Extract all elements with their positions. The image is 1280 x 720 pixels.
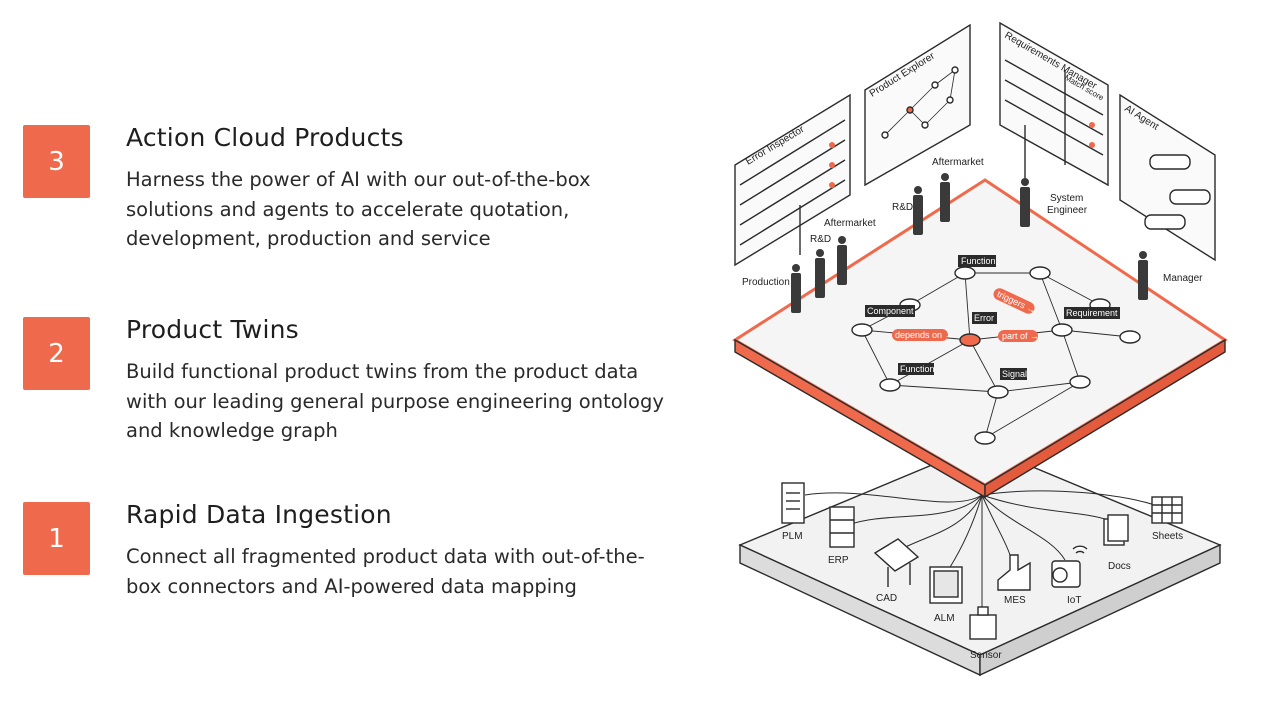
source-label-mes: MES	[1004, 595, 1026, 606]
source-label-cad: CAD	[876, 593, 897, 604]
role-aftermarket: Aftermarket	[932, 157, 984, 168]
product-explorer-panel	[864, 23, 971, 187]
step-description: Build functional product twins from the …	[126, 360, 664, 442]
people-figures	[791, 173, 1148, 313]
docs-icon	[1103, 514, 1129, 546]
role-rd: R&D	[810, 234, 831, 245]
cad-drafting-table-icon	[873, 538, 920, 587]
step-title: Product Twins	[126, 315, 299, 344]
role-system-engineer-line2: Engineer	[1047, 205, 1088, 216]
node-label-error: Error	[974, 313, 994, 323]
iot-sensor-icon	[1051, 545, 1088, 588]
plm-server-icon	[781, 482, 805, 524]
node-label-requirement: Requirement	[1066, 308, 1118, 318]
node-label-function: Function	[900, 364, 935, 374]
step-number-badge: 1	[23, 502, 90, 575]
sheets-icon	[1151, 496, 1183, 524]
step-title: Action Cloud Products	[126, 123, 404, 152]
error-inspector-panel	[734, 93, 851, 267]
role-system-engineer: System	[1050, 193, 1083, 204]
source-label-sheets: Sheets	[1152, 531, 1183, 542]
role-production: Production	[742, 277, 790, 288]
step-number-badge: 3	[23, 125, 90, 198]
step-description: Harness the power of AI with our out-of-…	[126, 168, 591, 250]
data-layer-platform	[738, 444, 1222, 677]
edge-label-part-of: part of →	[1002, 331, 1039, 341]
step-description: Connect all fragmented product data with…	[126, 545, 645, 598]
platform-illustration: Error Inspector Product Explorer Require…	[732, 21, 1228, 677]
role-manager: Manager	[1163, 273, 1203, 284]
node-label-component: Component	[867, 306, 914, 316]
sensor-device-icon	[969, 606, 997, 640]
role-aftermarket: Aftermarket	[824, 218, 876, 229]
edge-label-depends-on: depends on →	[895, 330, 954, 340]
source-label-alm: ALM	[934, 613, 955, 624]
source-label-docs: Docs	[1108, 561, 1131, 572]
source-label-iot: IoT	[1067, 595, 1081, 606]
source-label-erp: ERP	[828, 555, 849, 566]
source-label-sensor: Sensor	[970, 650, 1002, 661]
knowledge-graph-platform	[732, 178, 1228, 499]
mes-factory-icon	[997, 554, 1031, 591]
step-number-badge: 2	[23, 317, 90, 390]
ai-agent-panel	[1119, 93, 1216, 262]
node-label-function: Function	[961, 256, 996, 266]
graph-nodes	[851, 266, 1141, 445]
requirements-manager-panel	[999, 21, 1109, 187]
source-label-plm: PLM	[782, 531, 803, 542]
node-label-signal: Signal	[1002, 369, 1027, 379]
step-title: Rapid Data Ingestion	[126, 500, 392, 529]
alm-monitor-icon	[929, 566, 963, 604]
role-rd: R&D	[892, 202, 913, 213]
erp-cabinet-icon	[829, 506, 855, 548]
